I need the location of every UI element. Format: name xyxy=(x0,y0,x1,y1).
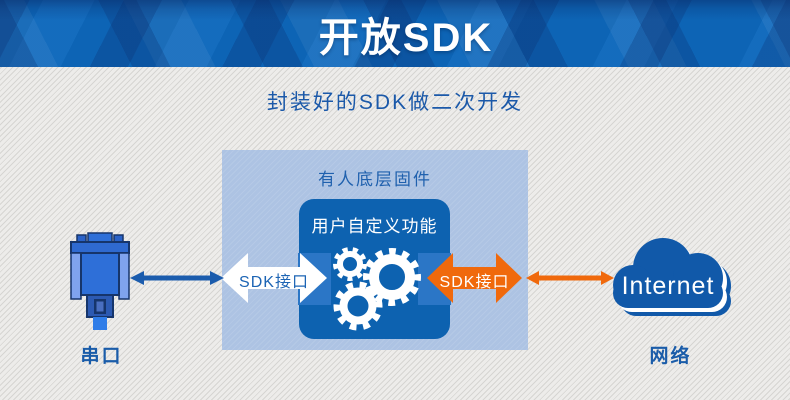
network-link-arrow-icon xyxy=(526,271,614,285)
header-banner: 开放SDK xyxy=(0,0,790,67)
sdk-interface-label-left: SDK接口 xyxy=(239,274,309,291)
sdk-interface-label-right: SDK接口 xyxy=(439,274,510,291)
gears-icon xyxy=(333,247,421,331)
page-title: 开放SDK xyxy=(318,15,494,60)
serial-caption: 串口 xyxy=(80,346,123,367)
internet-label: Internet xyxy=(621,272,715,300)
serial-link-arrow-icon xyxy=(130,271,224,285)
sdk-interface-arrow-right-icon xyxy=(427,253,522,303)
serial-connector-icon xyxy=(70,232,130,330)
sdk-interface-arrow-left-icon xyxy=(221,253,327,303)
firmware-panel-label: 有人底层固件 xyxy=(318,170,432,189)
cloud-icon xyxy=(613,238,731,316)
subtitle: 封装好的SDK做二次开发 xyxy=(266,91,524,114)
network-caption: 网络 xyxy=(649,346,692,367)
custom-function-label: 用户自定义功能 xyxy=(311,217,438,236)
